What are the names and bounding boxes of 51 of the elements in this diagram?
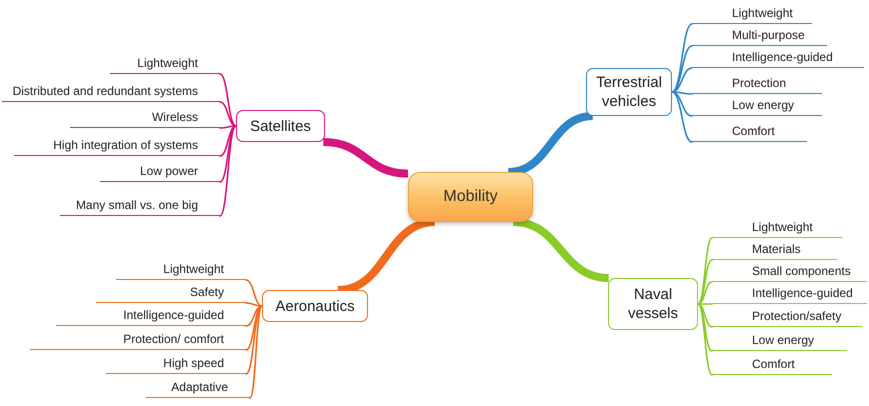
subtopic-label: Intelligence-guided [56,306,246,326]
topic-box: Aeronautics [262,290,368,322]
subtopic-label: Lightweight [692,4,812,24]
branch-connector [245,279,263,307]
branch-connector [671,91,693,143]
subtopic-label: Comfort [712,355,832,375]
subtopic-label: Lightweight [712,218,842,238]
subtopic-label: Low energy [692,96,822,116]
branch-connector [697,303,713,305]
branch-connector [697,303,713,376]
branch-connector [697,237,713,305]
subtopic-label: Wireless [70,108,220,128]
topic-box: Naval vessels [608,278,698,330]
subtopic-label: High speed [106,354,246,374]
central-topic-box: Mobility [408,172,533,222]
branch-connector [249,305,263,399]
branch-connector [219,125,237,217]
subtopic-label: Materials [712,240,837,260]
subtopic-label: High integration of systems [14,136,220,156]
subtopic-label: Comfort [692,122,807,142]
branch-connector [219,125,237,129]
branch-connector [697,259,713,305]
branch-connector [671,45,693,93]
branch-connector [245,305,263,375]
subtopic-label: Safety [96,283,246,303]
subtopic-label: Lightweight [110,54,220,74]
subtopic-label: Protection [692,74,822,94]
branch-connector [697,303,713,352]
subtopic-label: Small components [712,262,867,282]
subtopic-label: Intelligence-guided [712,284,867,304]
topic-box: Terrestrial vehicles [586,68,672,116]
branch-connector [697,303,713,328]
branch-connector [245,302,263,307]
subtopic-label: Many small vs. one big [60,196,220,216]
subtopic-label: Lightweight [116,260,246,280]
subtopic-label: Distributed and redundant systems [2,82,220,102]
branch-connector [671,23,693,93]
main-branch-connector [323,138,408,178]
branch-connector [697,281,713,305]
branch-connector [219,125,237,157]
main-branch-connector [512,218,610,282]
topic-box: Satellites [236,110,325,142]
subtopic-label: Intelligence-guided [692,48,864,68]
subtopic-label: Protection/ comfort [30,330,246,350]
subtopic-label: Multi-purpose [692,26,827,46]
subtopic-label: Low energy [712,331,847,351]
branch-connector [219,73,237,127]
subtopic-label: Protection/safety [712,307,862,327]
branch-connector [219,125,237,183]
subtopic-label: Low power [100,162,220,182]
subtopic-label: Adaptative [146,378,250,398]
